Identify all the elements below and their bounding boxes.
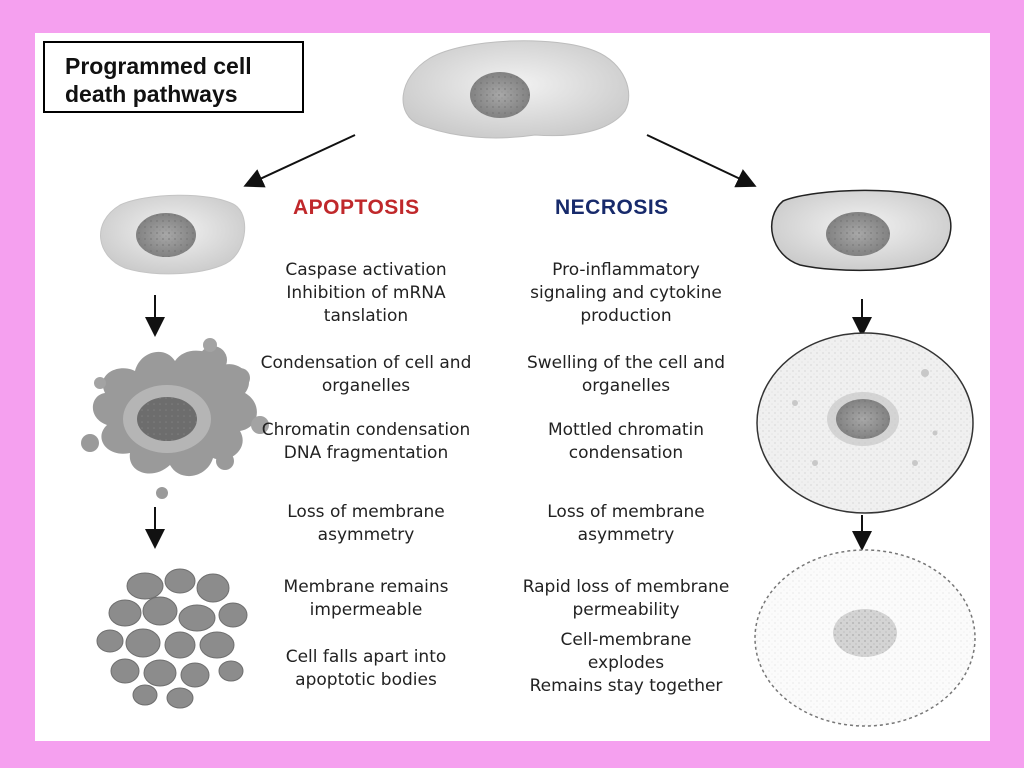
apoptosis-item-4-line-1: Loss of membrane	[287, 502, 445, 522]
apoptosis-item-6-line-1: Cell falls apart into	[285, 647, 447, 667]
necrosis-item-3-line-1: Mottled chromatin	[547, 420, 705, 440]
apoptosis-item-2-line-2: organelles	[321, 376, 411, 396]
apoptosis-item-2-line-1: Condensation of cell and	[260, 353, 472, 373]
apoptosis-item-1-line-1: Caspase activation	[285, 260, 447, 280]
necrosis-item-6-line-2: explodes	[587, 653, 665, 673]
diagram-card: Programmed cell death pathways APOPTOSIS…	[35, 33, 990, 741]
apoptosis-item-1-line-2: Inhibition of mRNA	[286, 283, 446, 303]
apoptosis-item-3-line-2: DNA fragmentation	[283, 443, 449, 463]
arrow-to-apoptosis	[243, 134, 356, 188]
apoptosis-item-5: Membrane remains impermeable	[241, 576, 491, 622]
necrosis-item-5: Rapid loss of membrane permeability	[501, 576, 751, 622]
apoptosis-cell-initial	[100, 194, 246, 275]
necrosis-item-5-line-2: permeability	[572, 600, 680, 620]
title-line-2: death pathways	[65, 81, 238, 107]
necrosis-item-4: Loss of membrane asymmetry	[501, 501, 751, 547]
apoptosis-item-2: Condensation of cell and organelles	[241, 352, 491, 398]
apoptosis-item-5-line-2: impermeable	[309, 600, 423, 620]
necrosis-heading: NECROSIS	[555, 196, 669, 219]
apoptosis-item-6: Cell falls apart into apoptotic bodies	[241, 646, 491, 692]
arrow-to-necrosis	[646, 134, 757, 188]
necrosis-item-4-line-2: asymmetry	[577, 525, 675, 545]
apoptosis-item-4: Loss of membrane asymmetry	[241, 501, 491, 547]
necrosis-item-3: Mottled chromatin condensation	[501, 419, 751, 465]
necrosis-item-2-line-2: organelles	[581, 376, 671, 396]
necrosis-cell-initial	[770, 189, 952, 272]
apoptosis-item-1-line-3: tanslation	[323, 306, 409, 326]
apoptosis-heading: APOPTOSIS	[293, 196, 420, 219]
apoptosis-item-4-line-2: asymmetry	[317, 525, 415, 545]
necrosis-cell-swollen	[756, 332, 974, 514]
apoptosis-item-3-line-1: Chromatin condensation	[261, 420, 471, 440]
necrosis-item-5-line-1: Rapid loss of membrane	[522, 577, 730, 597]
necrosis-cell-exploded	[754, 549, 976, 727]
apoptosis-item-3: Chromatin condensation DNA fragmentation	[241, 419, 491, 465]
necrosis-item-1-line-3: production	[580, 306, 672, 326]
necrosis-item-1: Pro-inflammatory signaling and cytokine …	[501, 259, 751, 328]
title-line-1: Programmed cell	[65, 53, 252, 79]
apoptosis-item-6-line-2: apoptotic bodies	[295, 670, 437, 690]
diagram-title: Programmed cell death pathways	[43, 41, 304, 113]
necrosis-item-6: Cell-membrane explodes Remains stay toge…	[501, 629, 751, 698]
original-cell	[402, 40, 630, 139]
necrosis-item-4-line-1: Loss of membrane	[547, 502, 705, 522]
necrosis-item-2: Swelling of the cell and organelles	[501, 352, 751, 398]
apoptosis-cell-condensed	[81, 338, 269, 499]
necrosis-item-3-line-2: condensation	[568, 443, 684, 463]
necrosis-item-1-line-2: signaling and cytokine	[530, 283, 722, 303]
apoptosis-item-5-line-1: Membrane remains	[283, 577, 449, 597]
apoptosis-item-1: Caspase activation Inhibition of mRNA ta…	[241, 259, 491, 328]
necrosis-item-2-line-1: Swelling of the cell and	[526, 353, 726, 373]
necrosis-item-6-line-1: Cell-membrane	[560, 630, 692, 650]
necrosis-item-6-line-3: Remains stay together	[529, 676, 723, 696]
necrosis-item-1-line-1: Pro-inflammatory	[552, 260, 700, 280]
cell-illustrations	[81, 40, 976, 727]
apoptotic-bodies	[96, 568, 248, 709]
